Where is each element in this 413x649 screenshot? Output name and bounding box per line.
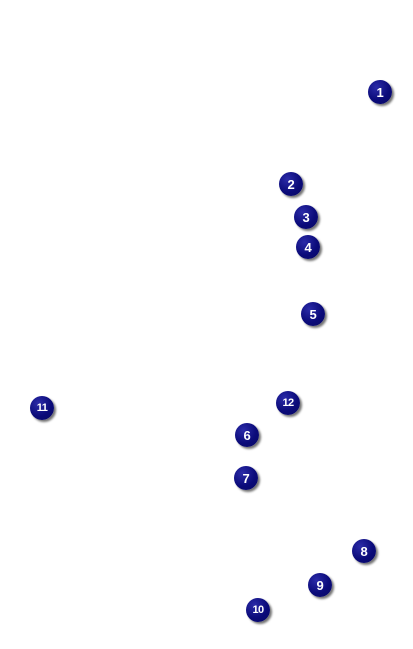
marker-label: 12 xyxy=(282,396,294,409)
marker-9[interactable]: 9 xyxy=(308,573,332,597)
marker-6[interactable]: 6 xyxy=(235,423,259,447)
marker-10[interactable]: 10 xyxy=(246,598,270,622)
marker-label: 7 xyxy=(242,470,250,486)
marker-label: 9 xyxy=(316,577,324,593)
marker-1[interactable]: 1 xyxy=(368,80,392,104)
marker-12[interactable]: 12 xyxy=(276,391,300,415)
marker-7[interactable]: 7 xyxy=(234,466,258,490)
marker-3[interactable]: 3 xyxy=(294,205,318,229)
marker-label: 11 xyxy=(36,401,48,414)
marker-label: 2 xyxy=(287,176,295,192)
marker-5[interactable]: 5 xyxy=(301,302,325,326)
marker-label: 6 xyxy=(243,427,251,443)
marker-2[interactable]: 2 xyxy=(279,172,303,196)
marker-label: 10 xyxy=(252,603,264,616)
marker-label: 3 xyxy=(302,209,310,225)
marker-label: 5 xyxy=(309,306,317,322)
marker-11[interactable]: 11 xyxy=(30,396,54,420)
marker-4[interactable]: 4 xyxy=(296,235,320,259)
marker-label: 4 xyxy=(304,239,312,255)
marker-label: 8 xyxy=(360,543,368,559)
marker-8[interactable]: 8 xyxy=(352,539,376,563)
marker-label: 1 xyxy=(376,84,384,100)
